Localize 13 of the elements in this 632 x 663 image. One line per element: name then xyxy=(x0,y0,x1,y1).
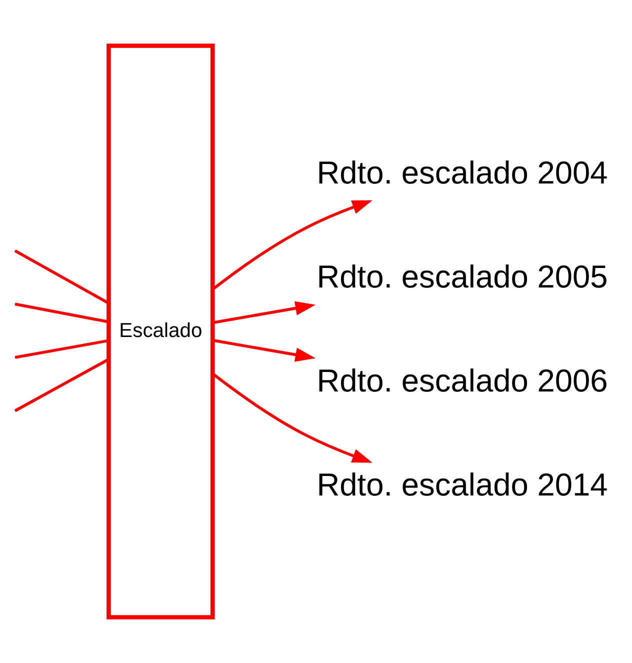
node-text: Rdto. escalado 2006 xyxy=(316,362,608,399)
arrow xyxy=(212,200,372,290)
connector xyxy=(14,339,109,359)
connector xyxy=(14,358,110,412)
node-text: Rdto. escalado 2005 xyxy=(316,258,608,295)
connector xyxy=(14,302,109,324)
arrow xyxy=(212,372,372,463)
node-box: Escalado xyxy=(106,44,215,620)
arrow xyxy=(212,338,316,362)
node-text: Rdto. escalado 2014 xyxy=(316,466,608,502)
node-text: Rdto. escalado 2004 xyxy=(316,154,608,191)
arrow xyxy=(212,301,316,324)
connector xyxy=(14,249,110,304)
